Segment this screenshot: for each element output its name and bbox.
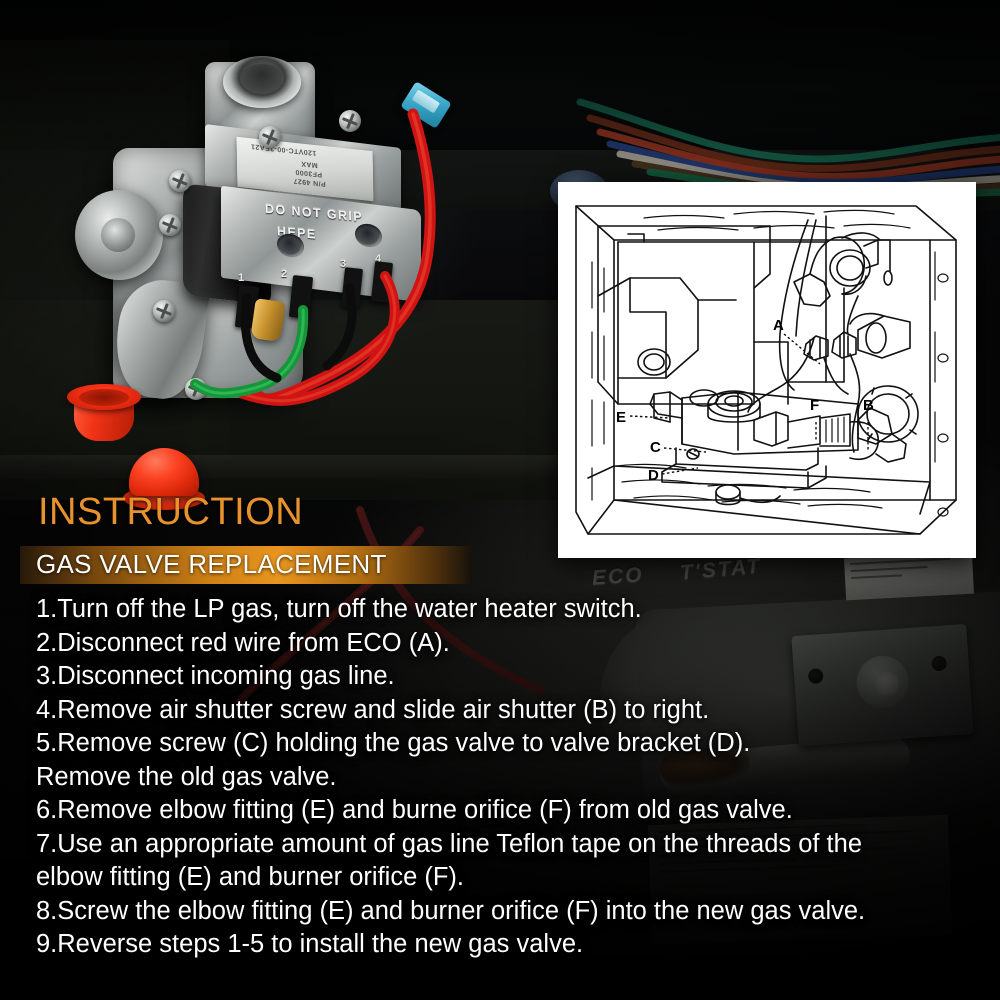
- terminal-number-1: 1: [238, 272, 245, 284]
- step-3: 3.Disconnect incoming gas line.: [36, 662, 395, 690]
- eco-emboss-label: ECO: [591, 563, 645, 590]
- step-7: 7.Use an appropriate amount of gas line …: [36, 829, 863, 892]
- instruction-step-list: 1.Turn off the LP gas, turn off the wate…: [36, 593, 966, 962]
- red-dome-cap: [123, 448, 205, 512]
- screw-top-center: [259, 126, 281, 148]
- terminal-number-3: 3: [340, 258, 347, 270]
- burner-compartment-diagram: A B C D E F: [558, 182, 976, 558]
- diagram-callout-B: B: [863, 397, 874, 414]
- diagram-callout-A: A: [773, 317, 784, 334]
- gas-valve-replacement-title: GAS VALVE REPLACEMENT: [36, 549, 387, 579]
- step-2: 2.Disconnect red wire from ECO (A).: [36, 628, 450, 657]
- valve-wire-harness: [190, 108, 436, 406]
- diagram-callout-E: E: [616, 409, 626, 426]
- step-9: 9.Reverse steps 1-5 to install the new g…: [36, 930, 584, 958]
- terminal-number-2: 2: [281, 268, 288, 280]
- step-8: 8.Screw the elbow fitting (E) and burner…: [36, 896, 866, 925]
- screw-top-right: [339, 110, 361, 132]
- valve-inlet-port: [240, 64, 284, 94]
- diagram-callout-C: C: [650, 439, 661, 456]
- screw-lower-left: [153, 300, 175, 322]
- screw-mid-left: [159, 214, 181, 236]
- step-4: 4.Remove air shutter screw and slide air…: [36, 695, 710, 724]
- background-wire-bundle: [576, 92, 1000, 200]
- screw-top-left: [169, 170, 191, 192]
- diagram-svg: A B C D E F: [558, 182, 976, 558]
- instruction-heading: INSTRUCTION: [38, 491, 304, 533]
- terminal-number-4: 4: [375, 253, 382, 265]
- step-5: 5.Remove screw (C) holding the gas valve…: [36, 729, 751, 791]
- gas-valve-replacement-bar: [20, 546, 472, 584]
- step-6: 6.Remove elbow fitting (E) and burne ori…: [36, 796, 793, 824]
- diagram-callout-F: F: [810, 397, 819, 414]
- diagram-callout-D: D: [648, 467, 659, 484]
- valve-regulator-cap: [75, 190, 163, 280]
- gas-valve-product-image: 120VTC-00-3EA21 MAX PF3000 P/N 4927 DO N…: [55, 48, 485, 510]
- red-cup-cap: [67, 384, 141, 444]
- step-1: 1.Turn off the LP gas, turn off the wate…: [36, 595, 642, 623]
